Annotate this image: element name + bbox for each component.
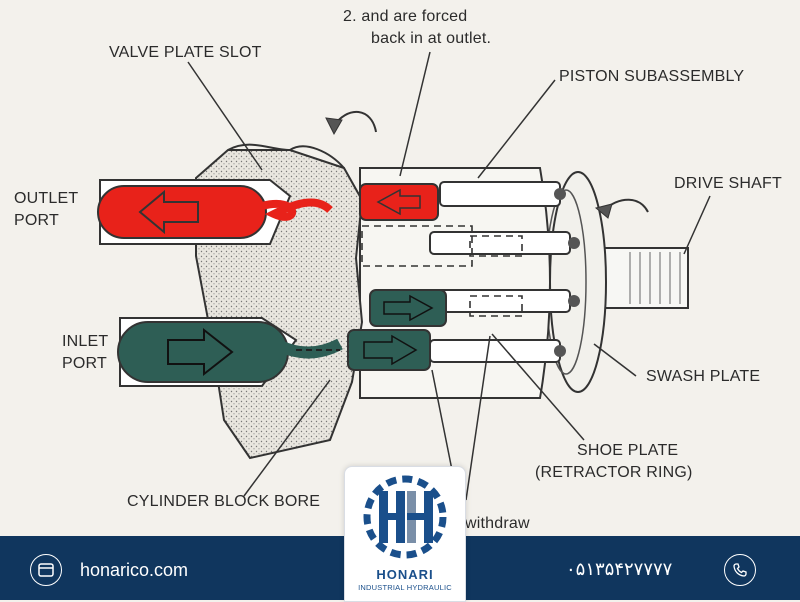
logo-subtitle: INDUSTRIAL HYDRAULIC [358,583,452,592]
label-shoe-plate-line2: (RETRACTOR RING) [535,464,693,481]
rotation-arrowhead-shaft [594,203,613,219]
valve-plate-cutaway [227,143,345,169]
browser-window-icon[interactable] [30,554,62,586]
inlet-piston-lower-arrow [363,334,418,366]
phone-handset-icon[interactable] [724,554,756,586]
piston-shoes [554,188,580,357]
logo-wordmark: HONARI [376,567,434,582]
annotation-forced-line2: back in at outlet. [371,30,492,47]
outlet-arrow [138,189,199,235]
phone-number[interactable]: ۰۵۱۳۵۴۲۷۷۷۷ [566,559,673,579]
rotation-arrowhead-top [325,117,343,136]
gear-hh-logo-icon [363,475,447,559]
website-link[interactable]: honarico.com [80,560,189,580]
annotation-forced-line1: 2. and are forced [343,8,468,25]
label-inlet-port-line1: INLET [62,333,109,350]
outlet-slot-flow [260,198,333,221]
label-valve-plate-slot: VALVE PLATE SLOT [109,44,262,61]
inlet-arrow [167,327,234,377]
label-swash-plate: SWASH PLATE [646,368,761,385]
label-piston-subassembly: PISTON SUBASSEMBLY [559,68,745,85]
outlet-piston-arrow [376,188,421,216]
piston-rods [429,181,571,363]
label-shoe-plate-line1: SHOE PLATE [577,442,679,459]
label-outlet-port-line2: PORT [14,212,59,229]
honari-logo: HONARI INDUSTRIAL HYDRAULIC [344,466,466,602]
inlet-slot-flow [277,338,343,359]
label-outlet-port-line1: OUTLET [14,190,79,207]
cylinder-bores [361,225,523,317]
drive-shaft [597,247,689,309]
inlet-piston-upper-arrow [383,294,434,322]
annotation-withdraw: withdraw [465,515,530,532]
label-cylinder-block-bore: CYLINDER BLOCK BORE [127,493,321,510]
label-inlet-port-line2: PORT [62,355,107,372]
label-drive-shaft: DRIVE SHAFT [674,175,782,192]
